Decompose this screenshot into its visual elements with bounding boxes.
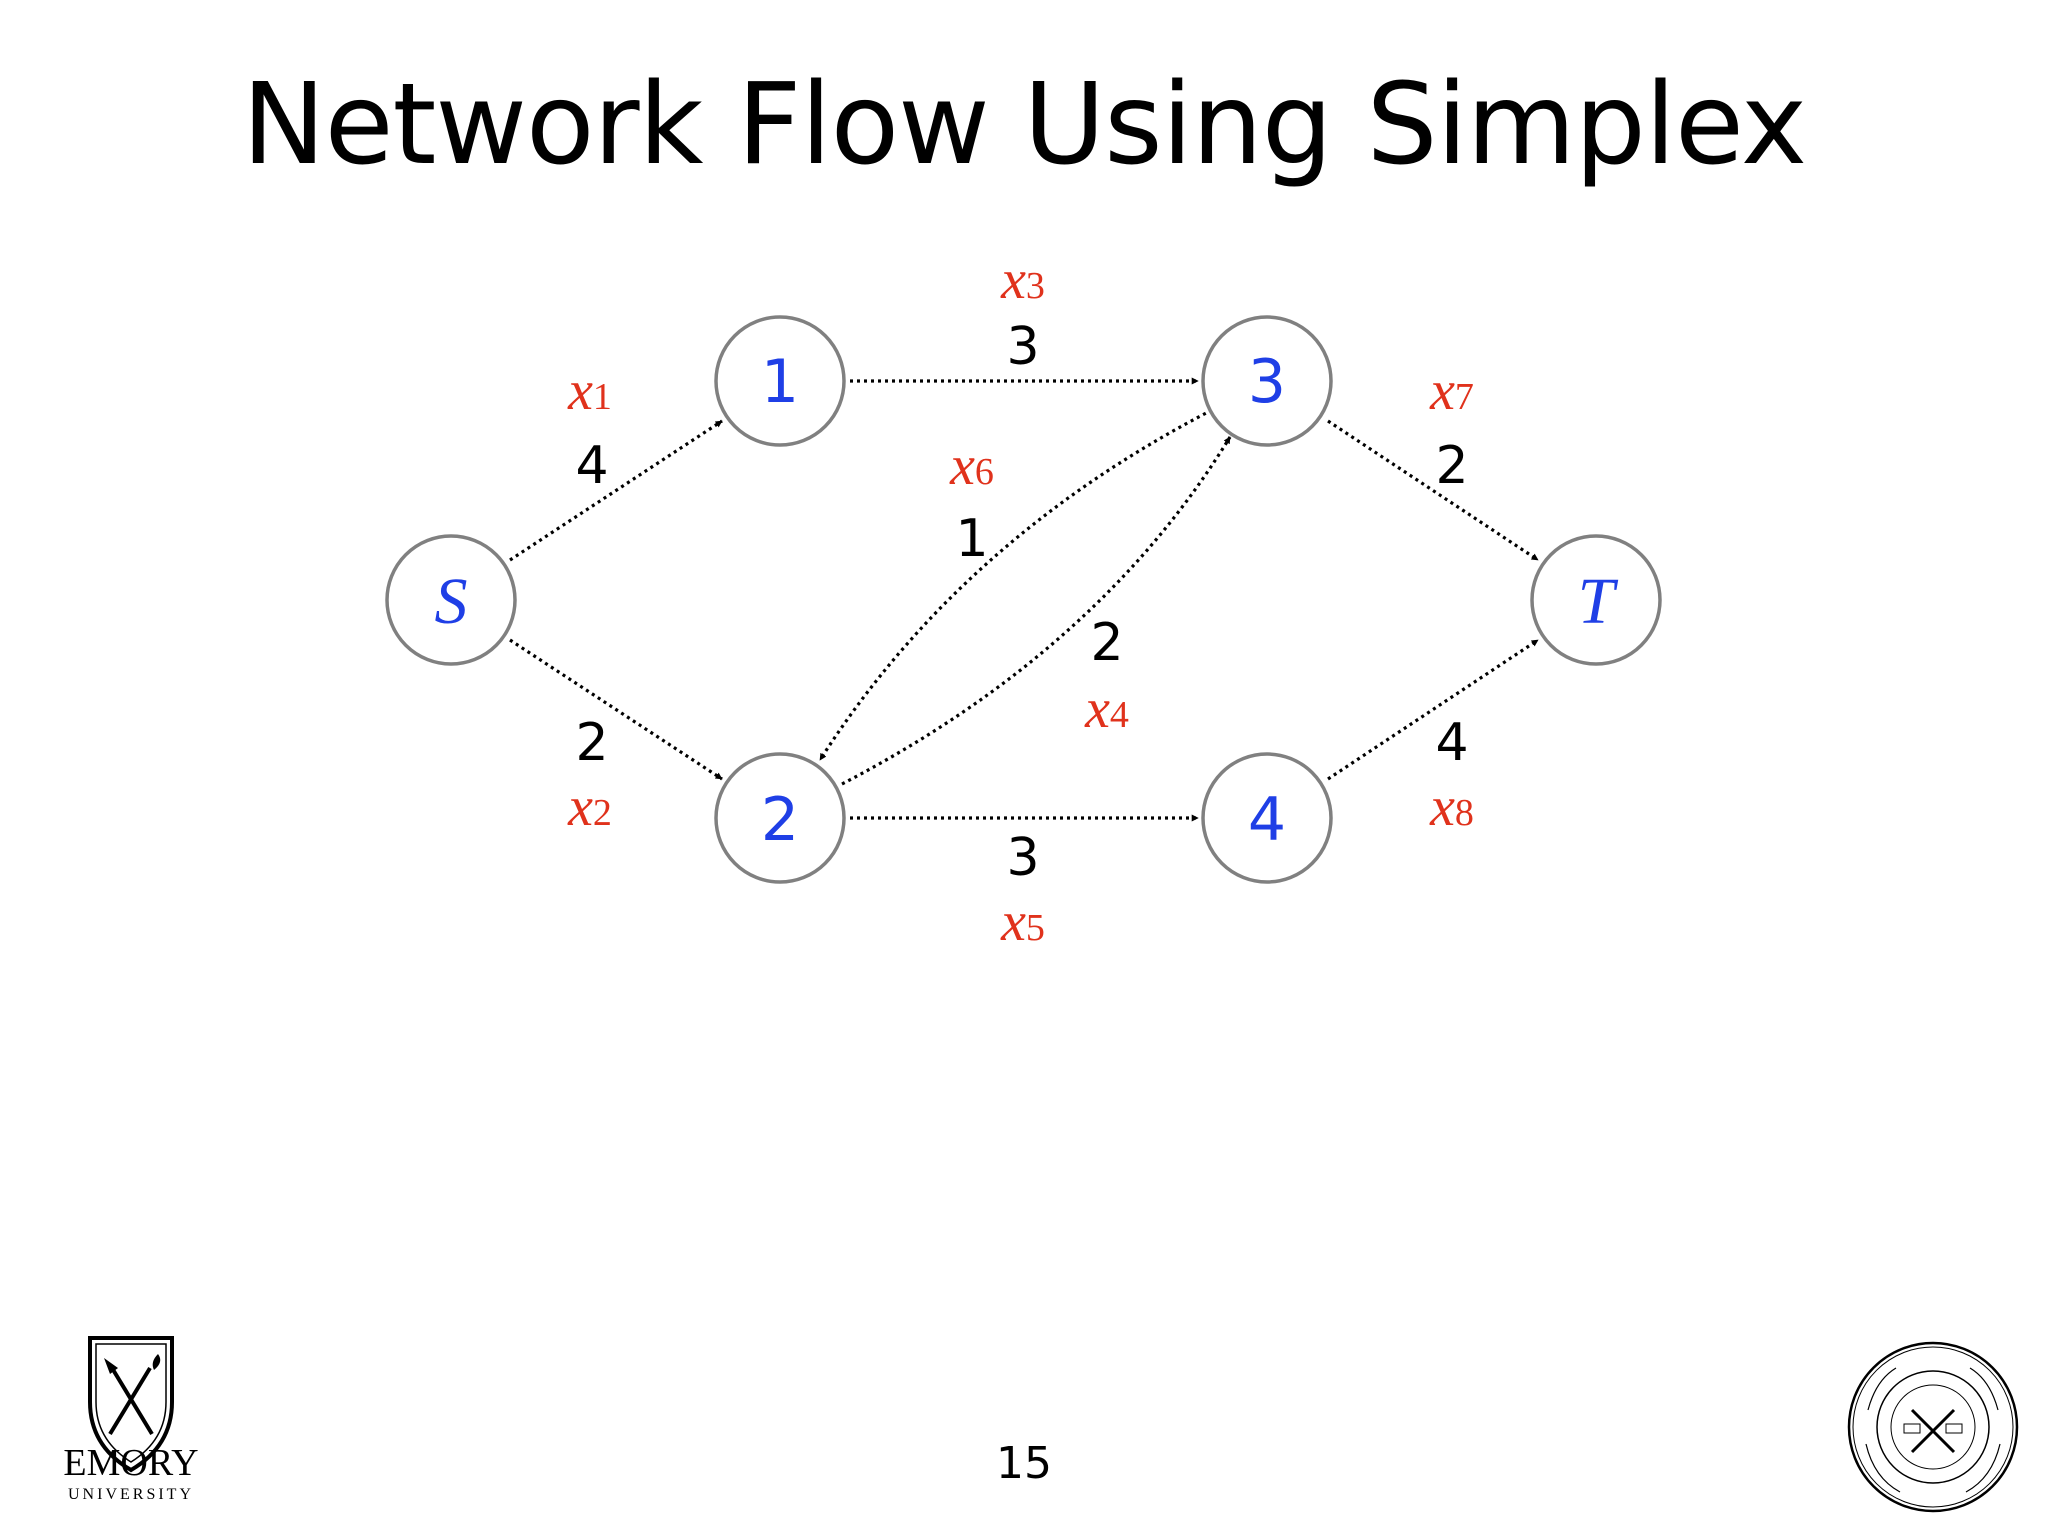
node-3-label: 3 [1248, 347, 1286, 417]
edge-3-2-capacity: 1 [955, 509, 988, 569]
edge-4-t-capacity: 4 [1435, 713, 1468, 773]
edge-2-4-variable: x5 [1000, 891, 1045, 953]
edge-3-2-variable: x6 [949, 435, 994, 497]
edge-s-2 [509, 638, 723, 781]
emory-wordmark: EMORY [63, 1442, 199, 1484]
node-s-label: S [435, 565, 468, 638]
edge-1-3-capacity: 3 [1006, 317, 1039, 377]
edge-2-4-capacity: 3 [1006, 828, 1039, 888]
node-3: 3 [1201, 315, 1333, 447]
emory-shield-logo [88, 1336, 174, 1473]
node-4-label: 4 [1248, 785, 1286, 855]
edge-s-1 [509, 419, 723, 562]
node-t: T [1530, 534, 1662, 666]
edge-4-t-variable: x8 [1429, 776, 1474, 838]
edge-3-t-variable: x7 [1429, 360, 1474, 422]
edge-s-2-capacity: 2 [575, 713, 608, 773]
edge-1-3-variable: x3 [1000, 249, 1045, 311]
slide-title: Network Flow Using Simplex [241, 60, 1807, 190]
edge-4-t [1327, 638, 1539, 781]
edge-3-t-capacity: 2 [1435, 436, 1468, 496]
emory-seal-logo [1847, 1341, 2019, 1513]
node-2-label: 2 [761, 785, 799, 855]
emory-wordmark-subtitle: UNIVERSITY [68, 1486, 194, 1503]
edge-2-3-capacity: 2 [1090, 613, 1123, 673]
page-number: 15 [996, 1438, 1052, 1489]
edge-2-3 [841, 436, 1232, 786]
node-t-label: T [1578, 565, 1619, 638]
edge-3-t [1327, 419, 1539, 562]
node-s: S [385, 534, 517, 666]
edge-s-1-capacity: 4 [575, 436, 608, 496]
edge-3-2 [818, 408, 1213, 761]
edge-2-3-variable: x4 [1084, 678, 1129, 740]
node-2: 2 [714, 752, 846, 884]
node-4: 4 [1201, 752, 1333, 884]
node-1-label: 1 [761, 347, 799, 417]
node-1: 1 [714, 315, 846, 447]
edge-s-1-variable: x1 [567, 360, 612, 422]
edge-s-2-variable: x2 [567, 776, 612, 838]
